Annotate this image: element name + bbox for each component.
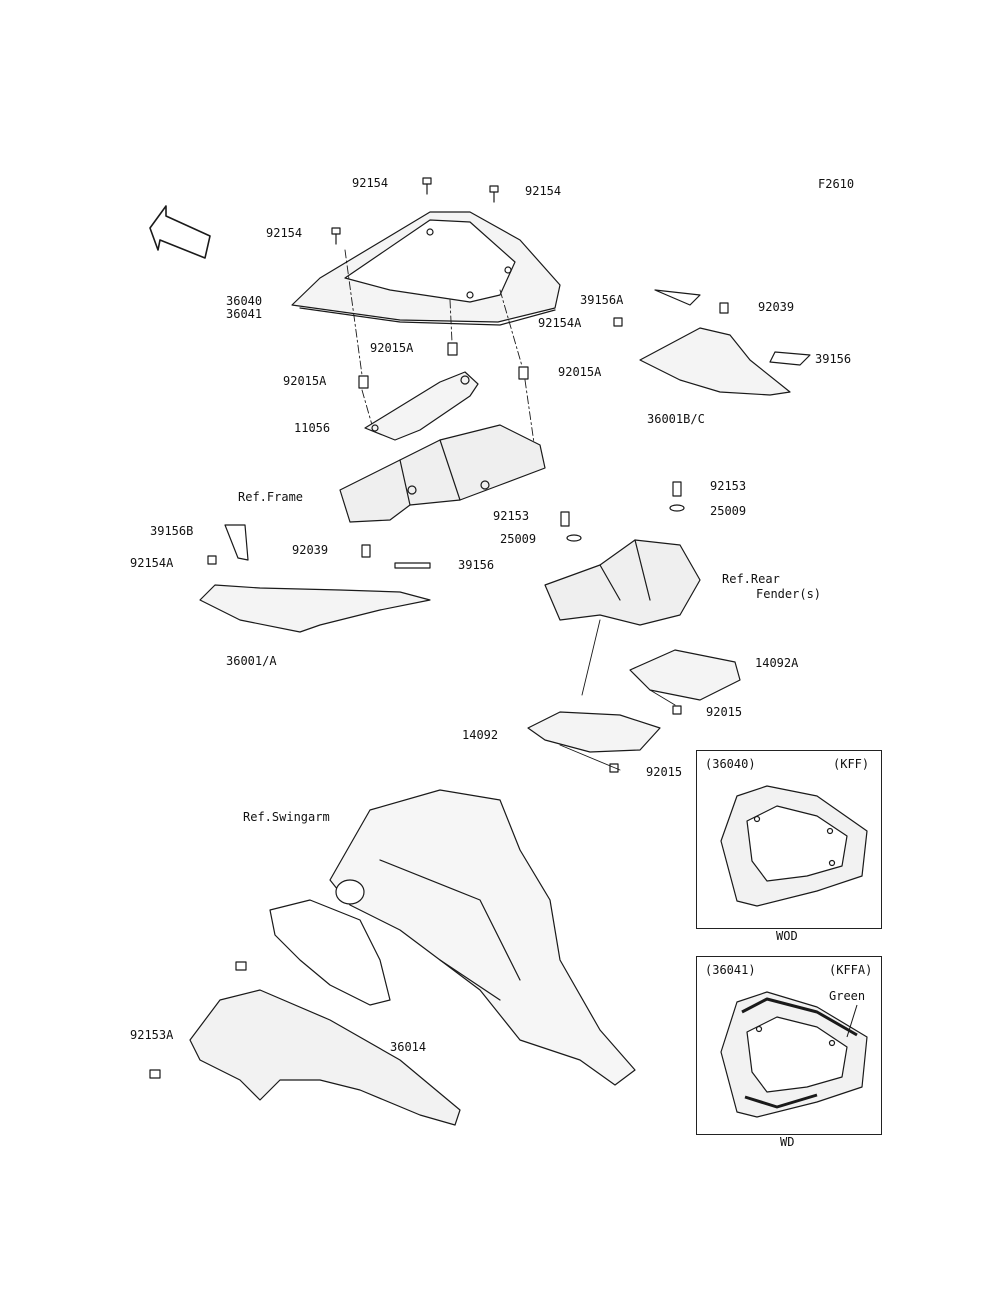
label-39156: 39156: [815, 352, 852, 366]
label-36001BC: 36001B/C: [647, 412, 705, 426]
label-92039: 92039: [292, 543, 329, 557]
label-fenders: Fender(s): [756, 587, 822, 601]
label-92015A: 92015A: [370, 341, 414, 355]
inset-variant-label: (KFFA): [829, 963, 873, 977]
label-11056: 11056: [294, 421, 331, 435]
side-cover-36001A-drawing: [199, 524, 431, 633]
swingarm-drawing: [329, 789, 636, 1086]
seat-cowl-36040-drawing: [291, 211, 561, 326]
label-92154: 92154: [525, 184, 562, 198]
label-92154: 92154: [352, 176, 389, 190]
label-25009: 25009: [500, 532, 537, 546]
label-92015: 92015: [706, 705, 743, 719]
inset-variant-label: (KFF): [833, 757, 870, 771]
seat-cowl-variant-icon: [720, 991, 868, 1118]
label-14092A: 14092A: [755, 656, 799, 670]
label-36041: 36041: [226, 307, 263, 321]
label-ref-frame: Ref.Frame: [238, 490, 304, 504]
label-ref-swingarm: Ref.Swingarm: [243, 810, 330, 824]
front-arrow-icon: [149, 205, 211, 259]
side-cover-36001BC-drawing: [613, 289, 811, 396]
rear-fender-drawing: [544, 481, 701, 626]
label-ref-rear: Ref.Rear: [722, 572, 780, 586]
label-92154A: 92154A: [538, 316, 582, 330]
label-92153: 92153: [710, 479, 747, 493]
label-92039: 92039: [758, 300, 795, 314]
label-36014: 36014: [390, 1040, 427, 1054]
label-39156A: 39156A: [580, 293, 624, 307]
label-14092: 14092: [462, 728, 499, 742]
label-39156: 39156: [458, 558, 495, 572]
inset-part-label: (36041): [705, 963, 756, 977]
assembly-guide-lines: [344, 249, 536, 451]
reflector-14092-drawing: [527, 711, 661, 773]
bracket-11056-drawing: [364, 371, 479, 441]
collar-92015A-icons: [358, 342, 529, 389]
inset-part-label: (36040): [705, 757, 756, 771]
inset-36041: (36041) (KFFA) Green: [696, 956, 882, 1135]
label-92015A: 92015A: [283, 374, 327, 388]
label-92153A: 92153A: [130, 1028, 174, 1042]
inset-color-note: Green: [829, 989, 866, 1003]
bolt-92154-icons: [331, 177, 499, 245]
seat-cowl-variant-icon: [720, 785, 868, 907]
label-92154A: 92154A: [130, 556, 174, 570]
chain-cover-36014-drawing: [149, 899, 461, 1126]
label-92153: 92153: [493, 509, 530, 523]
label-25009: 25009: [710, 504, 747, 518]
label-36001A: 36001/A: [226, 654, 277, 668]
label-92015A: 92015A: [558, 365, 602, 379]
inset-color-code: WD: [780, 1135, 795, 1149]
label-92154: 92154: [266, 226, 303, 240]
label-92015: 92015: [646, 765, 683, 779]
inset-36040: (36040) (KFF): [696, 750, 882, 929]
rear-frame-drawing: [339, 424, 546, 523]
label-39156B: 39156B: [150, 524, 194, 538]
inset-color-code: WOD: [776, 929, 798, 943]
label-36040: 36040: [226, 294, 263, 308]
figure-code: F2610: [818, 177, 855, 191]
